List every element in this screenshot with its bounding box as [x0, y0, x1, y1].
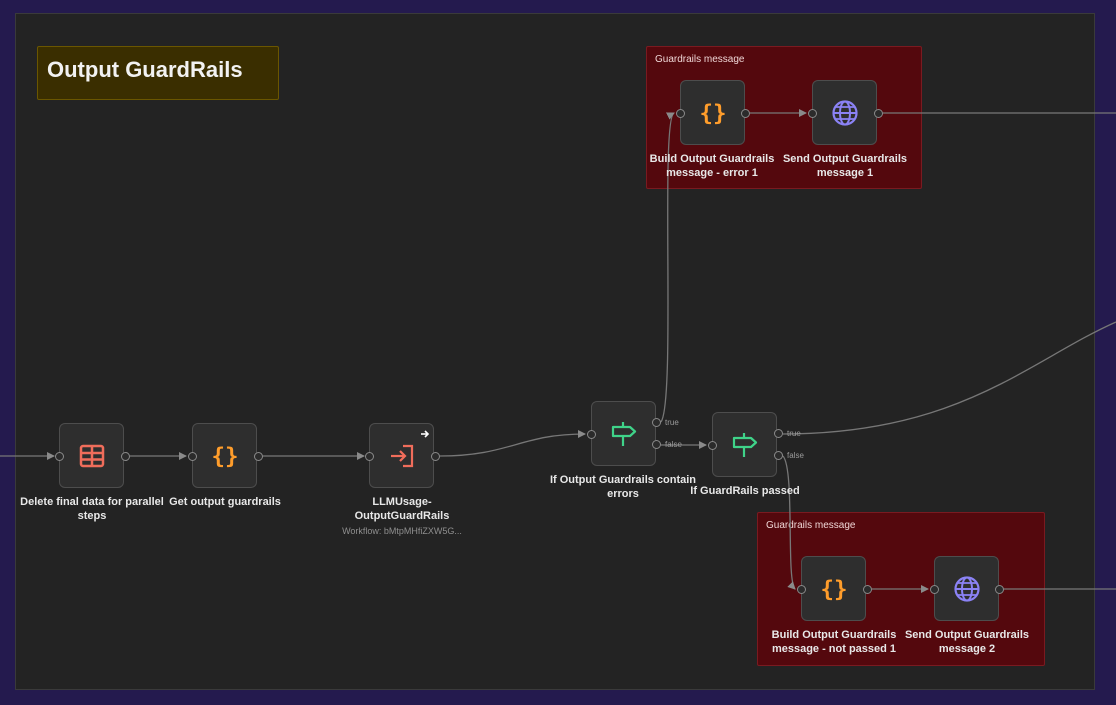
output-port[interactable] [741, 109, 750, 118]
group-label: Guardrails message [766, 520, 856, 531]
braces-icon: {} [820, 575, 848, 603]
node-label: If GuardRails passed [690, 485, 800, 497]
output-port[interactable] [874, 109, 883, 118]
port-label-false: false [787, 451, 804, 460]
output-port[interactable] [254, 452, 263, 461]
output-port-true[interactable] [774, 429, 783, 438]
node-if-guardrails-passed[interactable] [712, 412, 777, 477]
output-port[interactable] [121, 452, 130, 461]
svg-text:{}: {} [211, 443, 238, 469]
input-port[interactable] [930, 585, 939, 594]
node-label: Send Output Guardrails message 1 [782, 153, 908, 179]
enter-icon [388, 442, 416, 470]
globe-icon [953, 575, 981, 603]
table-icon [78, 442, 106, 470]
node-sublabel: Workflow: bMtpMHfiZXW5G... [342, 526, 462, 536]
output-port-true[interactable] [652, 418, 661, 427]
node-label: Get output guardrails [169, 496, 281, 508]
signpost-icon [731, 431, 759, 459]
globe-icon [831, 99, 859, 127]
node-build-output-guardrails-error[interactable]: {} [680, 80, 745, 145]
input-port[interactable] [365, 452, 374, 461]
sticky-note-title: Output GuardRails [47, 57, 243, 82]
node-send-output-guardrails-1[interactable] [812, 80, 877, 145]
input-port[interactable] [808, 109, 817, 118]
sticky-note[interactable]: Output GuardRails [37, 46, 279, 100]
node-delete-final-data[interactable] [59, 423, 124, 488]
node-label: Delete final data for parallel steps [20, 496, 164, 522]
node-label: LLMUsage-OutputGuardRails [354, 496, 450, 522]
node-label: Build Output Guardrails message - error … [649, 153, 775, 179]
node-llm-usage[interactable] [369, 423, 434, 488]
braces-icon: {} [699, 99, 727, 127]
input-port[interactable] [188, 452, 197, 461]
group-label: Guardrails message [655, 54, 745, 65]
output-port-false[interactable] [774, 451, 783, 460]
node-build-output-guardrails-not-passed[interactable]: {} [801, 556, 866, 621]
node-label: Build Output Guardrails message - not pa… [771, 629, 897, 655]
node-label: If Output Guardrails contain errors [549, 474, 697, 500]
input-port[interactable] [797, 585, 806, 594]
signpost-icon [610, 420, 638, 448]
node-get-output-guardrails[interactable]: {} [192, 423, 257, 488]
port-label-true: true [787, 429, 801, 438]
node-if-output-guardrails-errors[interactable] [591, 401, 656, 466]
output-port[interactable] [431, 452, 440, 461]
input-port[interactable] [55, 452, 64, 461]
svg-text:{}: {} [820, 576, 847, 602]
node-send-output-guardrails-2[interactable] [934, 556, 999, 621]
braces-icon: {} [211, 442, 239, 470]
output-port[interactable] [995, 585, 1004, 594]
port-label-true: true [665, 418, 679, 427]
output-port-false[interactable] [652, 440, 661, 449]
node-label: Send Output Guardrails message 2 [904, 629, 1030, 655]
input-port[interactable] [587, 430, 596, 439]
arrow-right-icon [420, 426, 430, 438]
input-port[interactable] [708, 441, 717, 450]
svg-text:{}: {} [699, 100, 726, 126]
output-port[interactable] [863, 585, 872, 594]
port-label-false: false [665, 440, 682, 449]
input-port[interactable] [676, 109, 685, 118]
